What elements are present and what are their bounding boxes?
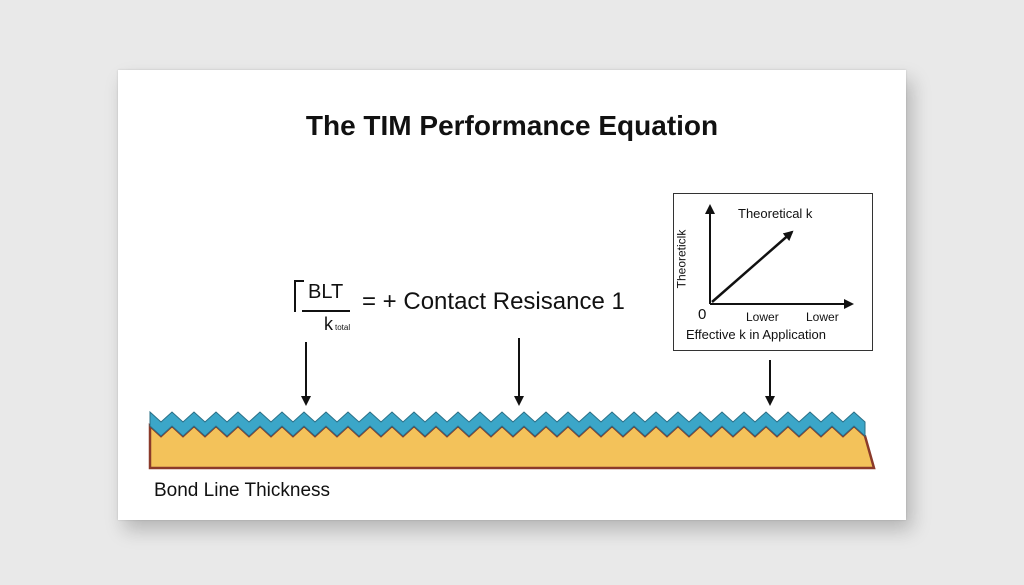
bond-line-thickness-label: Bond Line Thickness — [154, 480, 331, 501]
denominator-subscript: total — [335, 323, 351, 332]
x-tick-label-2: Lower — [806, 310, 839, 324]
equation-terms: = + Contact Resisance 1 — [362, 288, 625, 315]
x-axis-label: Effective k in Application — [686, 327, 826, 342]
fraction-numerator: BLT — [308, 281, 344, 303]
fraction-bar — [302, 310, 350, 312]
surface-roughness — [149, 410, 866, 438]
line-label: Theoretical k — [738, 206, 813, 221]
theoretical-line — [711, 230, 794, 303]
equation-bracket — [294, 280, 304, 312]
x-tick-label-1: Lower — [746, 310, 779, 324]
tim-layer — [148, 410, 876, 470]
inset-graph-axes — [705, 204, 854, 309]
inset-graph: Theoreticlk Theoretical k 0 Lower Lower … — [673, 193, 873, 351]
origin-label: 0 — [698, 306, 707, 323]
page-title: The TIM Performance Equation — [305, 110, 719, 141]
pointer-arrows — [301, 338, 775, 406]
denominator-symbol: k — [324, 314, 333, 334]
